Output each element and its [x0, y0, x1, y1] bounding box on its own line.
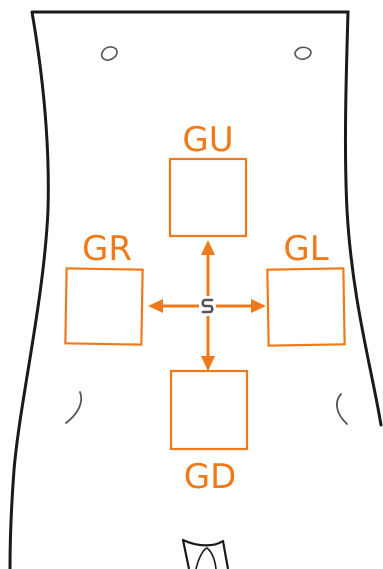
groin-inner	[195, 547, 217, 569]
zone-left-box	[64, 267, 144, 346]
arrow-up-icon	[201, 240, 215, 296]
right-nipple	[294, 46, 312, 60]
left-hip-line	[65, 391, 83, 424]
left-nipple	[100, 46, 118, 61]
arrow-left-icon	[148, 299, 199, 313]
groin-outline	[181, 538, 230, 569]
zone-up-label: GU	[182, 120, 233, 160]
arrow-right-icon	[216, 299, 266, 313]
center-hook-icon	[201, 298, 214, 314]
arrow-down-icon	[201, 316, 215, 371]
right-hip-line	[336, 393, 348, 425]
zone-right-box	[266, 267, 346, 347]
torso-outline	[8, 10, 383, 569]
zone-up-box	[168, 157, 248, 238]
zone-down-box	[169, 369, 249, 451]
zone-right-label: GL	[283, 229, 328, 269]
zone-left-label: GR	[82, 229, 132, 269]
zone-down-label: GD	[184, 457, 237, 497]
